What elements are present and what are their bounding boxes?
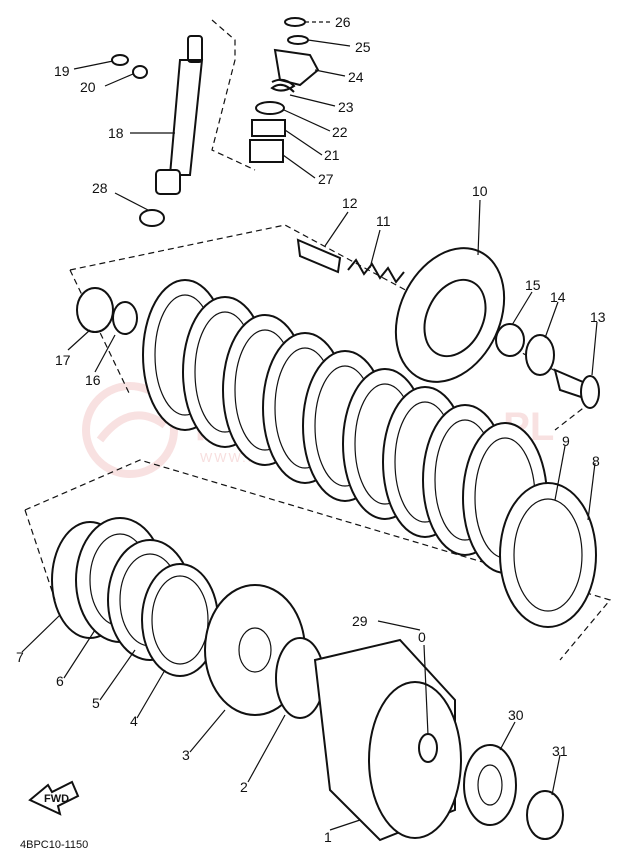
callout-1: 1	[324, 829, 332, 845]
callout-10: 10	[472, 183, 488, 199]
callout-18: 18	[108, 125, 124, 141]
callout-6: 6	[56, 673, 64, 689]
bearing-27	[249, 139, 284, 163]
callout-30: 30	[508, 707, 524, 723]
callout-28: 28	[92, 180, 108, 196]
push-rod-assembly	[111, 17, 320, 227]
clutch-plate-8	[499, 482, 597, 628]
lower-assembly	[51, 517, 564, 842]
callout-26: 26	[335, 14, 351, 30]
callout-20: 20	[80, 79, 96, 95]
clutch-plate-stack	[142, 279, 597, 628]
fwd-label: FWD	[44, 793, 69, 805]
callout-21: 21	[324, 147, 340, 163]
bearing-28	[139, 209, 165, 227]
left-small-parts	[76, 287, 138, 335]
callout-labels: 26 25 24 23 22 21 27 19 20 18 28 12 11 1…	[16, 14, 606, 845]
callout-29: 29	[352, 613, 368, 629]
fwd-arrow: FWD	[28, 780, 80, 816]
callout-12: 12	[342, 195, 358, 211]
callout-22: 22	[332, 124, 348, 140]
callout-11: 11	[376, 213, 391, 229]
callout-0: 0	[418, 629, 426, 645]
rod-top	[187, 35, 203, 63]
washer-15	[495, 323, 525, 357]
callout-14: 14	[550, 289, 566, 305]
lever-24	[273, 48, 320, 87]
part-16	[112, 301, 138, 335]
callout-25: 25	[355, 39, 371, 55]
callout-23: 23	[338, 99, 354, 115]
callout-15: 15	[525, 277, 541, 293]
callout-4: 4	[130, 713, 138, 729]
callout-2: 2	[240, 779, 248, 795]
callout-27: 27	[318, 171, 334, 187]
callout-31: 31	[552, 743, 568, 759]
callout-17: 17	[55, 352, 71, 368]
assembly-boundaries	[24, 19, 612, 661]
callout-9: 9	[562, 433, 570, 449]
part-17	[76, 287, 114, 333]
bearing-14	[525, 334, 555, 376]
rod-end	[155, 169, 181, 195]
callout-24: 24	[348, 69, 364, 85]
drawing-code: 4BPC10-1150	[20, 839, 88, 851]
nut-0	[418, 733, 438, 763]
gear-30	[463, 744, 517, 826]
callout-16: 16	[85, 372, 101, 388]
leader-lines	[21, 21, 598, 831]
callout-5: 5	[92, 695, 100, 711]
washer-20	[132, 65, 148, 79]
spring-23	[270, 78, 296, 93]
pressure-plate-assembly	[296, 238, 600, 409]
screw-19	[111, 54, 129, 66]
seal-21	[251, 119, 286, 137]
bolt-12	[296, 238, 342, 274]
callout-8: 8	[592, 453, 600, 469]
circlip-31	[526, 790, 564, 840]
callout-13: 13	[590, 309, 606, 325]
spring-11	[347, 258, 405, 284]
push-rod-18	[168, 59, 204, 176]
washer-22	[255, 101, 285, 115]
callout-7: 7	[16, 649, 24, 665]
callout-3: 3	[182, 747, 190, 763]
callout-19: 19	[54, 63, 70, 79]
